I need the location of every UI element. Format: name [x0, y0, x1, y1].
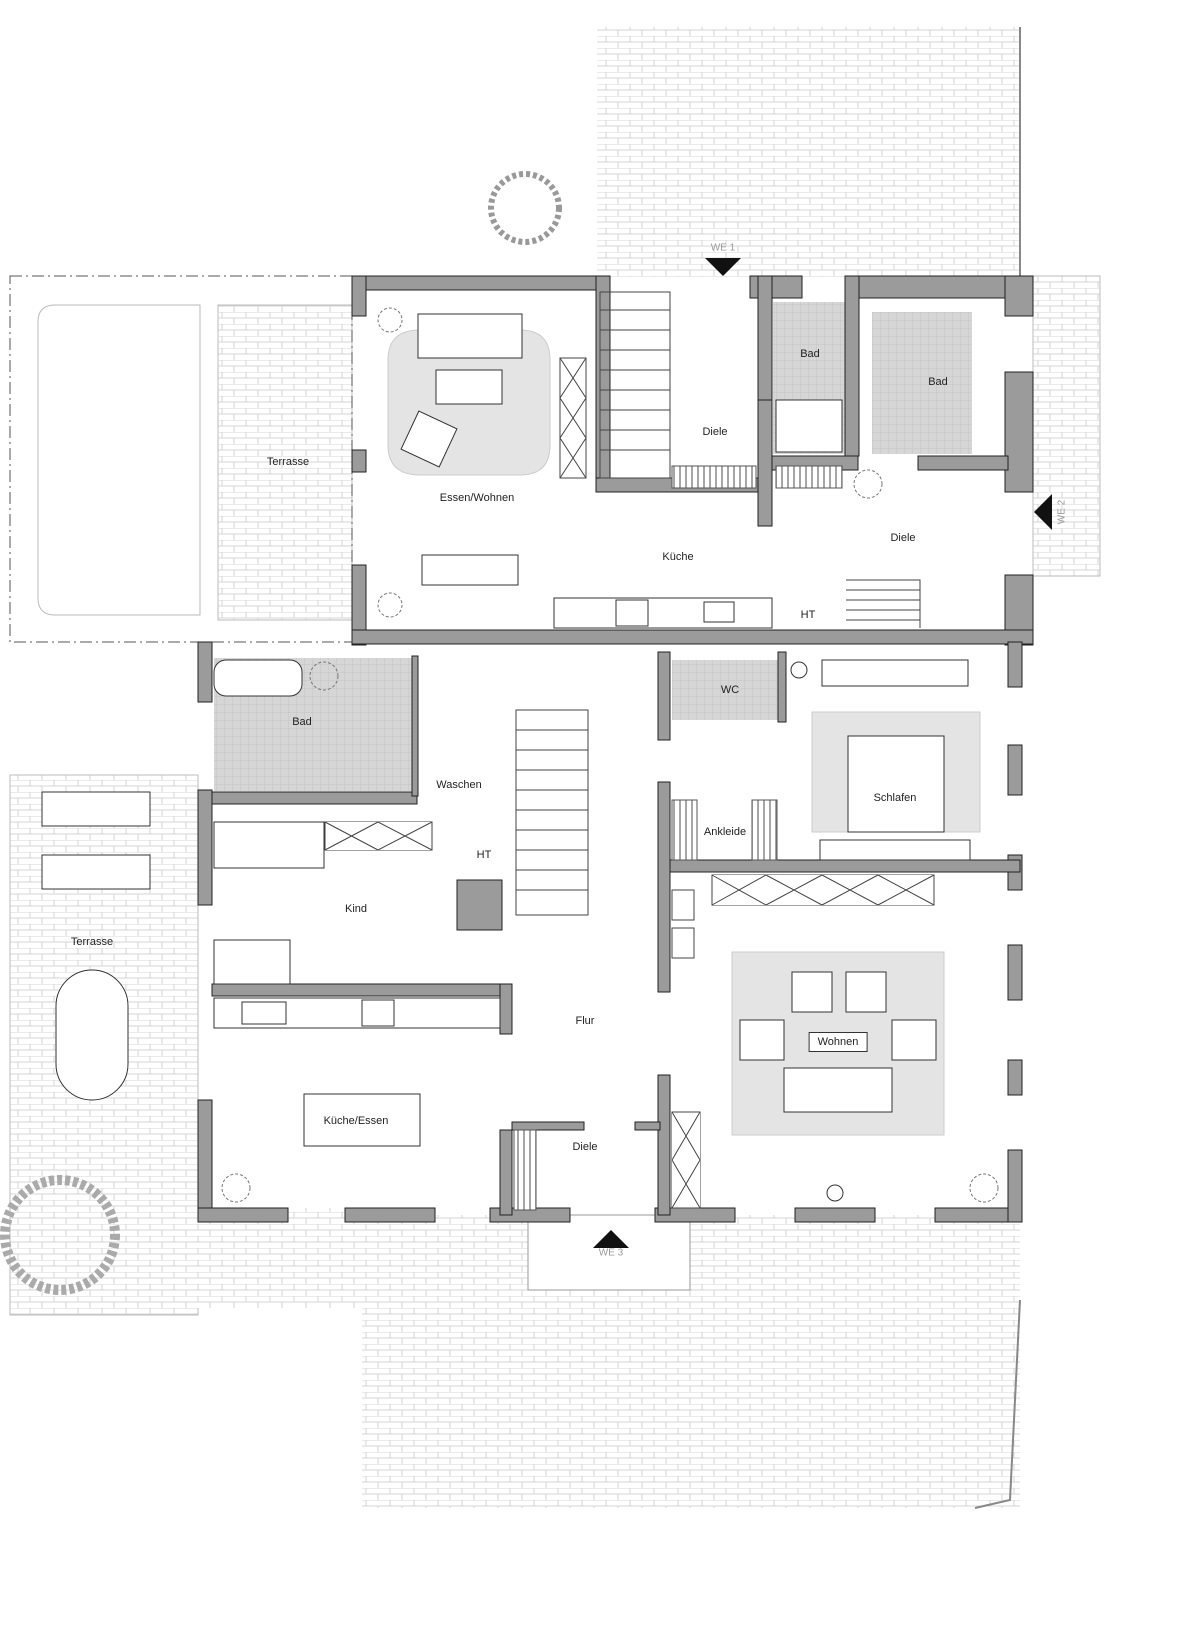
- room-label-diele: Diele: [890, 532, 916, 544]
- room-label-wc: WC: [720, 684, 740, 696]
- room-label-ht: HT: [476, 849, 492, 861]
- room-label-diele: Diele: [702, 426, 728, 438]
- room-label-bad: Bad: [928, 376, 948, 388]
- room-label-schlafen: Schlafen: [873, 792, 917, 804]
- room-label-terrasse: Terrasse: [70, 936, 114, 948]
- room-label-diele: Diele: [572, 1141, 598, 1153]
- room-label-kueche: Küche: [662, 551, 694, 563]
- wardrobes: [324, 357, 935, 1209]
- entrance-label-we1: WE 1: [710, 242, 736, 254]
- room-label-waschen: Waschen: [436, 779, 482, 791]
- entrance-label-we2: WE 2: [1056, 499, 1068, 525]
- room-label-flur: Flur: [575, 1015, 595, 1027]
- furniture: [41, 313, 971, 1202]
- room-label-bad: Bad: [292, 716, 312, 728]
- room-label-bad: Bad: [800, 348, 820, 360]
- tree-icons: [0, 171, 999, 1295]
- garden-outline: [9, 275, 353, 643]
- entrance-arrows: [593, 258, 1052, 1248]
- room-label-kueche-essen: Küche/Essen: [323, 1115, 389, 1127]
- room-label-terrasse: Terrasse: [266, 456, 310, 468]
- room-label-wohnen: Wohnen: [808, 1032, 868, 1052]
- room-label-kind: Kind: [344, 903, 368, 915]
- entrance-label-we3: WE 3: [598, 1247, 624, 1259]
- room-label-ht: HT: [800, 609, 816, 621]
- stairs: [515, 291, 921, 916]
- room-label-essen-wohnen: Essen/Wohnen: [439, 492, 515, 504]
- room-label-ankleide: Ankleide: [703, 826, 747, 838]
- radiators: [513, 465, 843, 1211]
